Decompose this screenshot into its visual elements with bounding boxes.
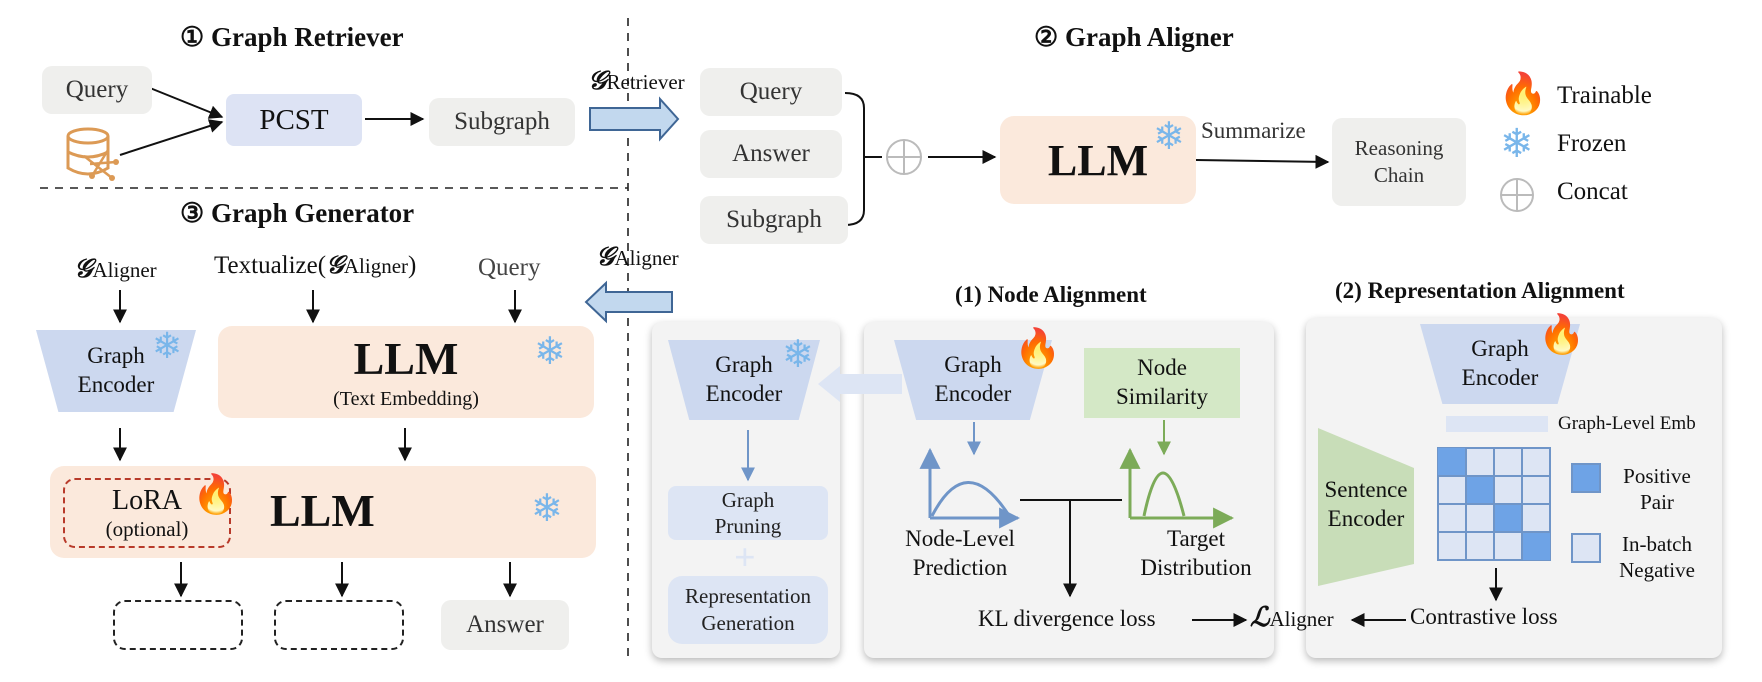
pcst-box: PCST [226, 94, 362, 146]
summarize-label: Summarize [1201, 118, 1306, 143]
plus-icon: + [734, 537, 756, 579]
contrastive-matrix [1437, 447, 1551, 561]
node-level-prediction-label: Node-Level Prediction [905, 526, 1015, 580]
generator-g-aligner-label: 𝒢Aligner [74, 254, 157, 284]
aligner-flow-arrow [584, 280, 673, 324]
fire-icon: 🔥 [1538, 314, 1586, 356]
database-icon [66, 127, 119, 181]
fire-icon: 🔥 [1014, 328, 1062, 370]
graph-pruning-box: Graph Pruning [668, 486, 828, 540]
sentence-encoder-shape [1318, 428, 1414, 586]
textualize-label: Textualize(𝒢Aligner) [214, 250, 417, 279]
fire-icon: 🔥 [192, 474, 240, 516]
aligner-input-answer: Answer [700, 130, 842, 178]
aligner-llm-box: LLM [1000, 116, 1196, 204]
snowflake-icon: ❄ [534, 331, 566, 373]
in-batch-negative-swatch [1571, 533, 1601, 563]
section-title-retriever: ① Graph Retriever [180, 22, 404, 52]
snowflake-icon: ❄ [531, 488, 563, 530]
loss-aligner-label: ℒAligner [1250, 602, 1334, 633]
node-similarity-box: Node Similarity [1084, 348, 1240, 418]
reasoning-chain-box: Reasoning Chain [1332, 118, 1466, 206]
positive-pair-swatch [1571, 463, 1601, 493]
generator-llm-bottom-box [50, 466, 596, 558]
target-curve [1142, 471, 1186, 517]
aligner-input-subgraph: Subgraph [700, 196, 848, 244]
llm-bottom-label: LLM [270, 485, 375, 536]
legend-fire-icon: 🔥 [1498, 71, 1548, 116]
kl-divergence-loss-label: KL divergence loss [978, 606, 1156, 631]
retriever-query-box: Query [42, 66, 152, 114]
text-embedding-label: (Text Embedding) [333, 388, 479, 410]
g-aligner-label: 𝒢Aligner [596, 242, 679, 272]
aligner-input-query: Query [700, 68, 842, 116]
graph-level-emb-label: Graph-Level Emb [1558, 413, 1696, 434]
rep-graph-encoder: Graph Encoder [1420, 324, 1580, 404]
g-retriever-label: 𝒢Retriever [588, 66, 685, 96]
legend-trainable: Trainable [1557, 82, 1652, 109]
output-placeholder-1 [113, 600, 243, 650]
snowflake-icon: ❄ [152, 326, 183, 366]
pruning-graph-encoder: Graph Encoder [668, 340, 820, 420]
snowflake-icon: ❄ [782, 334, 814, 376]
legend-frozen: Frozen [1557, 130, 1627, 157]
lora-box: LoRA (optional) [63, 478, 231, 548]
positive-pair-label: Positive Pair [1623, 463, 1691, 514]
representation-generation-box: Representation Generation [668, 576, 828, 644]
section-title-aligner: ② Graph Aligner [1034, 22, 1234, 52]
generator-graph-encoder: Graph Encoder [36, 330, 196, 412]
output-placeholder-2 [274, 600, 404, 650]
generator-llm-top-box: LLM (Text Embedding) [218, 326, 594, 418]
prediction-curve [930, 481, 1010, 517]
retriever-subgraph-box: Subgraph [429, 98, 575, 146]
generator-query-label: Query [478, 254, 541, 281]
generator-answer-box: Answer [441, 600, 569, 650]
target-distribution-label: Target Distribution [1140, 526, 1252, 580]
section-title-generator: ③ Graph Generator [180, 198, 415, 228]
retriever-flow-arrow [589, 96, 680, 142]
snowflake-icon: ❄ [1153, 116, 1185, 158]
llm-top-label: LLM [353, 333, 459, 384]
sentence-encoder-label: Sentence Encoder [1324, 477, 1408, 531]
section-title-node-alignment: (1) Node Alignment [955, 282, 1147, 307]
legend-concat: Concat [1557, 178, 1628, 205]
section-title-representation-alignment: (2) Representation Alignment [1335, 278, 1625, 303]
node-graph-encoder: Graph Encoder [894, 340, 1052, 420]
copy-encoder-arrow [818, 366, 902, 402]
legend-snowflake-icon: ❄ [1500, 121, 1534, 166]
in-batch-negative-label: In-batch Negative [1619, 531, 1695, 582]
contrastive-loss-label: Contrastive loss [1410, 604, 1558, 629]
